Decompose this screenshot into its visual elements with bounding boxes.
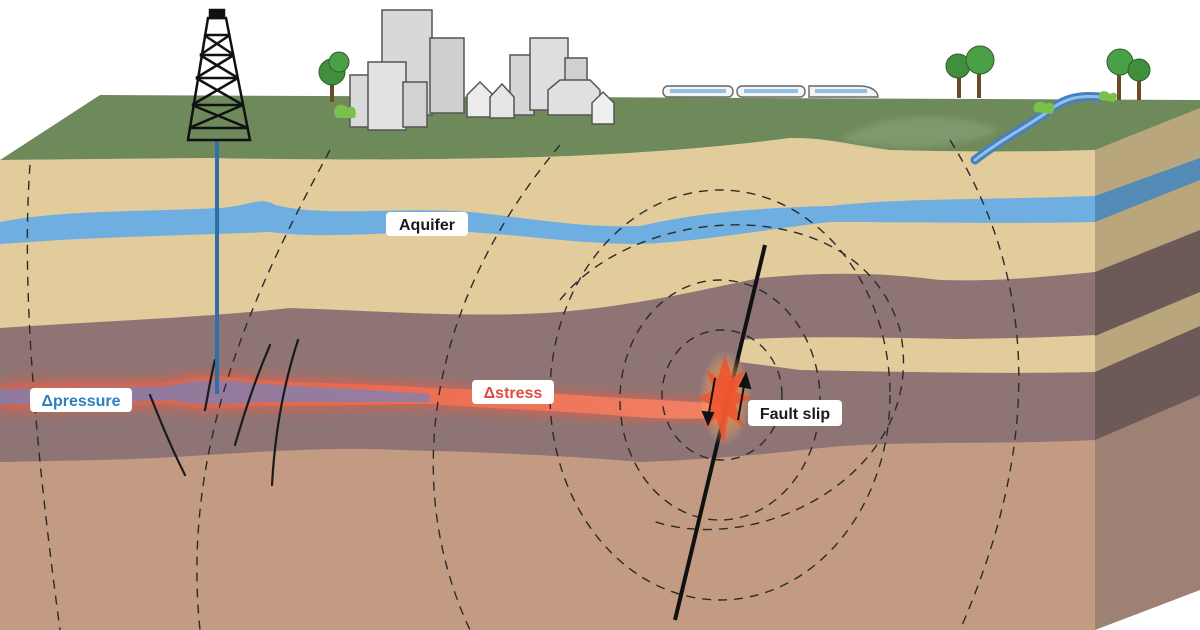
aquifer-layer <box>0 196 1095 244</box>
pressure-label-text: Δpressure <box>41 393 120 410</box>
fractures <box>148 338 300 487</box>
pressure-label: Δpressure <box>30 388 132 412</box>
tree-icon <box>1106 48 1134 100</box>
basement-layer <box>0 430 1095 630</box>
train-icon <box>662 85 879 98</box>
tree-icon <box>965 45 995 98</box>
fault-slip-label: Fault slip <box>748 400 842 426</box>
fault-slip-burst <box>698 355 752 445</box>
tree-icon <box>1127 58 1151 100</box>
hill-shading <box>840 116 1000 148</box>
fault-slip-label-text: Fault slip <box>760 406 830 423</box>
slip-arrows <box>701 371 752 427</box>
side-sand-stripe <box>1095 292 1200 372</box>
drilling-rig-icon <box>186 8 252 142</box>
tree-icon <box>318 51 350 102</box>
tree-icons <box>318 45 1151 118</box>
thin-sand-stripe <box>740 336 1095 373</box>
bush-icon <box>334 104 356 118</box>
side-aquifer <box>1095 158 1200 222</box>
bush-icon <box>1033 101 1055 114</box>
stress-label: Δstress <box>472 380 554 404</box>
aquifer-label: Aquifer <box>386 212 468 236</box>
side-shade <box>1095 108 1200 630</box>
aquifer-label-text: Aquifer <box>399 217 455 234</box>
stress-label-text: Δstress <box>484 385 543 402</box>
city-buildings-icon <box>349 9 615 131</box>
bush-icon <box>1098 91 1117 102</box>
